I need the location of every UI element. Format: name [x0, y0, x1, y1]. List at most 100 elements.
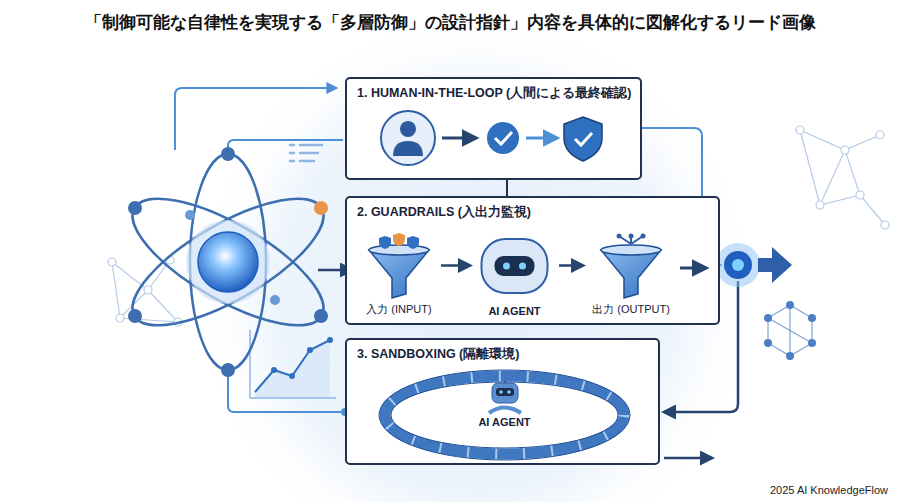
person-icon [381, 111, 435, 165]
arrow [442, 137, 476, 140]
output-filter: 出力 (OUTPUT) [585, 232, 677, 320]
layer-heading: 1. HUMAN-IN-THE-LOOP (人間による最終確認) [357, 85, 631, 102]
funnel-out-outline [641, 234, 646, 239]
network-graphic [816, 201, 824, 209]
robot-icon [496, 388, 514, 396]
atom-icon [115, 175, 340, 349]
atom-icon [115, 154, 340, 370]
person-icon [393, 141, 423, 156]
atom-icon [190, 154, 266, 370]
network-graphic [841, 146, 849, 154]
node-label: AI AGENT [478, 416, 530, 428]
agent-outline [482, 239, 548, 293]
output-node [732, 259, 744, 271]
arrow [680, 267, 706, 270]
network-graphic [786, 301, 794, 309]
atom-icon [314, 201, 328, 215]
atom-icon [221, 147, 235, 161]
atom-icon [270, 295, 280, 305]
atom-icon [198, 232, 258, 292]
node-label: 入力 (INPUT) [366, 302, 431, 317]
input-filter: 入力 (INPUT) [359, 232, 439, 320]
list-icon [290, 145, 322, 161]
robot-icon [499, 390, 503, 394]
atom-icon [186, 220, 270, 304]
network-graphic [800, 130, 885, 225]
funnel-out-outline [617, 234, 622, 239]
sandbox-ring: AI AGENT [377, 370, 632, 460]
title: 「制御可能な自律性を実現する「多層防御」の設計指針」内容を具体的に図解化するリー… [0, 11, 900, 34]
atom-icon [128, 309, 142, 323]
layer-heading: 2. GUARDRAILS (入出力監視) [357, 204, 531, 221]
funnel-in-outline [369, 245, 429, 255]
flow-line [506, 180, 508, 196]
title-text: 「制御可能な自律性を実現する「多層防御」の設計指針」内容を具体的に図解化するリー… [85, 13, 816, 32]
atom-icon [221, 363, 235, 377]
line-chart [271, 367, 277, 373]
line-chart [255, 340, 330, 392]
atom-icon [128, 201, 142, 215]
line-chart [250, 330, 336, 398]
atom-icon [115, 175, 340, 349]
shield-icon [575, 133, 592, 145]
output-node [716, 243, 760, 287]
line-chart [307, 347, 313, 353]
node-label: 出力 (OUTPUT) [592, 302, 670, 317]
network-graphic [876, 131, 884, 139]
atom-icon [314, 309, 328, 323]
atom-icon [185, 210, 195, 220]
layer-panel: 入力 (INPUT) AI AGENT 出力 (OUTPUT) 2. GUARDRAI… [345, 196, 720, 325]
robot-icon [507, 390, 511, 394]
output-node [716, 243, 792, 287]
ring-outline [379, 370, 630, 460]
network-graphic [144, 286, 152, 294]
shield-icon [564, 117, 602, 161]
node-label: AI AGENT [488, 305, 540, 317]
robot-icon [492, 383, 518, 403]
line-chart [327, 337, 333, 343]
funnel-in-outline [407, 236, 419, 249]
funnel-out-outline [601, 245, 661, 255]
network-graphic [881, 221, 889, 229]
network-graphic [116, 314, 124, 322]
network-graphic [108, 258, 116, 266]
background-glow [190, 10, 760, 502]
ring-outline [385, 376, 624, 454]
person-icon [400, 121, 416, 137]
panel-fill [345, 77, 720, 465]
layer-heading: 3. SANDBOXING (隔離環境) [357, 346, 519, 363]
network-graphic [808, 314, 816, 322]
network-graphic [768, 305, 812, 356]
shield-icon [564, 117, 602, 161]
agent-outline [519, 263, 526, 270]
flow-line [228, 140, 343, 150]
network-graphic [808, 339, 816, 347]
network-graphic [764, 314, 772, 322]
agent-outline [495, 256, 535, 276]
atom-icon [115, 147, 340, 377]
line-chart [289, 373, 295, 379]
funnel-out-outline [601, 250, 661, 298]
person-icon [381, 111, 435, 165]
panel-fill [345, 338, 660, 465]
panel-fill [345, 196, 720, 325]
agent-outline [503, 263, 510, 270]
funnel-in-outline [379, 236, 391, 249]
flow-arrow [559, 264, 583, 267]
line-chart [250, 330, 336, 398]
network-graphic [856, 191, 864, 199]
check-icon [495, 132, 512, 144]
network-graphic [112, 260, 178, 322]
agent-node: AI AGENT [472, 234, 557, 320]
ring-outline [391, 382, 618, 448]
funnel-in-outline [393, 233, 405, 246]
layer-panel: AI AGENT 3. SANDBOXING (隔離環境) [345, 338, 660, 465]
output-node [724, 251, 752, 279]
flow-arrow [441, 264, 470, 267]
network-graphic [786, 352, 794, 360]
robot-icon [489, 408, 521, 414]
list-icon [290, 145, 322, 161]
